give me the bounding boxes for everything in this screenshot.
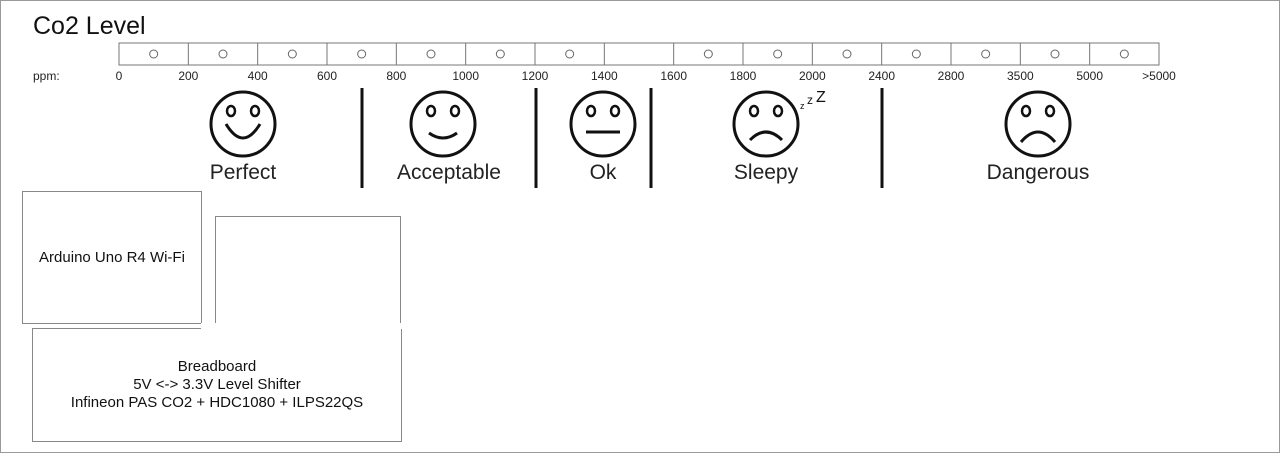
led-indicator-icon <box>218 49 228 59</box>
svg-text:Z: Z <box>816 89 826 106</box>
svg-text:z: z <box>807 93 813 107</box>
scale-segments <box>149 43 1129 65</box>
tick-labels: 0 200 400 600 800 1000 1200 1400 1600 1800 2000 240… <box>116 69 1177 83</box>
led-indicator-icon <box>1119 49 1129 59</box>
tick-label: 0 <box>116 69 123 83</box>
smile-icon <box>209 90 277 158</box>
mood-label-dangerous: Dangerous <box>987 161 1090 184</box>
tick-label: 600 <box>317 69 337 83</box>
tick-label: 5000 <box>1076 69 1103 83</box>
tick-label: 2400 <box>868 69 895 83</box>
breadboard-line-1: Breadboard <box>177 358 257 375</box>
mood-label-perfect: Perfect <box>210 161 277 184</box>
led-indicator-icon <box>149 49 159 59</box>
breadboard-box: Breadboard 5V <-> 3.3V Level Shifter Inf… <box>32 328 402 442</box>
sleepy-face-icon <box>732 90 800 158</box>
led-indicator-icon <box>911 49 921 59</box>
page-title: Co2 Level <box>33 12 146 40</box>
outline-gap <box>201 323 414 329</box>
tick-label: 1200 <box>522 69 549 83</box>
scale-bar <box>118 42 1160 66</box>
breadboard-line-2: 5V <-> 3.3V Level Shifter <box>133 376 301 393</box>
led-indicator-icon <box>495 49 505 59</box>
tick-label: 1800 <box>730 69 757 83</box>
tick-label: 2000 <box>799 69 826 83</box>
tick-label: 1000 <box>452 69 479 83</box>
led-indicator-icon <box>773 49 783 59</box>
led-indicator-icon <box>703 49 713 59</box>
arduino-label: Arduino Uno R4 Wi-Fi <box>39 248 185 266</box>
svg-text:z: z <box>800 101 805 111</box>
mood-label-acceptable: Acceptable <box>397 161 501 184</box>
led-indicator-icon <box>565 49 575 59</box>
arduino-box: Arduino Uno R4 Wi-Fi <box>22 191 202 324</box>
mood-label-sleepy: Sleepy <box>734 161 799 184</box>
tick-label: 2800 <box>938 69 965 83</box>
tick-label: 800 <box>386 69 406 83</box>
small-smile-icon <box>409 90 477 158</box>
tick-label: 400 <box>248 69 268 83</box>
led-indicator-icon <box>357 49 367 59</box>
unit-label: ppm: <box>33 69 60 83</box>
led-indicator-icon <box>842 49 852 59</box>
co2-scale-diagram: Co2 Level ppm: 0 200 400 600 800 1000 1200 1400… <box>33 12 1177 188</box>
led-indicator-icon <box>1050 49 1060 59</box>
led-indicator-icon <box>981 49 991 59</box>
neutral-face-icon <box>569 90 637 158</box>
frown-icon <box>1004 90 1072 158</box>
tick-label: 1600 <box>660 69 687 83</box>
breadboard-line-3: Infineon PAS CO2 + HDC1080 + ILPS22QS <box>70 394 364 411</box>
mood-label-ok: Ok <box>590 161 617 184</box>
tick-label: >5000 <box>1142 69 1176 83</box>
led-indicator-icon <box>426 49 436 59</box>
led-indicator-icon <box>287 49 297 59</box>
tick-label: 1400 <box>591 69 618 83</box>
tick-label: 3500 <box>1007 69 1034 83</box>
breadboard-board-outline <box>215 216 401 331</box>
zzz-icon: z z Z <box>800 89 826 111</box>
tick-label: 200 <box>178 69 198 83</box>
